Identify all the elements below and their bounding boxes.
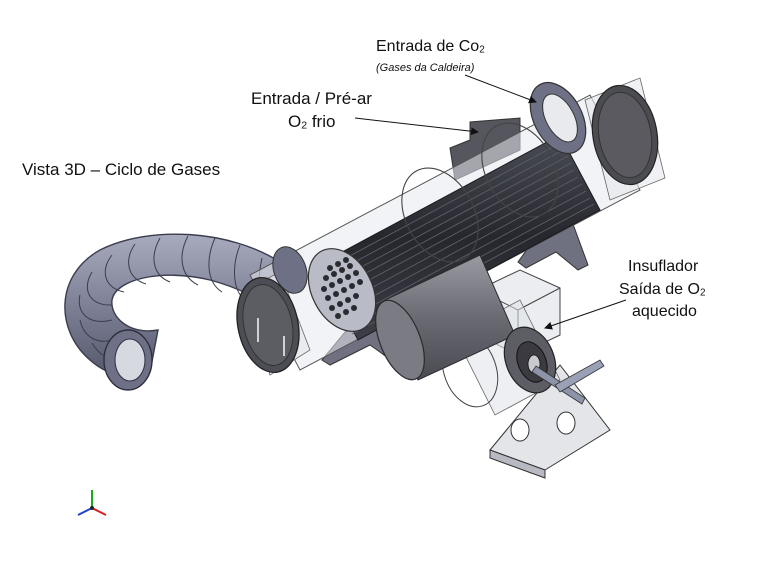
annotation-leaders (354, 74, 627, 330)
label-preheater-line1: Entrada / Pré-ar (251, 89, 372, 108)
label-co2-inlet: Entrada de Co2 (376, 38, 485, 56)
label-preheater-post: frio (307, 112, 336, 131)
label-blower-line2: Saída de O2 (619, 281, 705, 299)
label-blower-outlet: Saída de O (619, 281, 700, 298)
curved-gas-duct (64, 233, 281, 391)
label-co2-inlet-text: Entrada de Co (376, 38, 480, 55)
label-co2-inlet-note: (Gases da Caldeira) (376, 62, 475, 74)
label-preheater-line2: O2 frio (288, 112, 335, 132)
label-blower-line1: Insuflador (628, 258, 699, 275)
front-head-cover (236, 246, 311, 376)
diagram-title: Vista 3D – Ciclo de Gases (22, 160, 221, 179)
blower-assembly (375, 254, 611, 479)
label-blower-sub: 2 (699, 287, 706, 299)
label-blower-line3: aquecido (632, 303, 697, 320)
label-preheater-sub: 2 (301, 119, 308, 132)
label-preheater-o: O (288, 112, 302, 131)
axis-triad-icon (77, 490, 107, 516)
label-co2-inlet-sub: 2 (479, 44, 485, 56)
